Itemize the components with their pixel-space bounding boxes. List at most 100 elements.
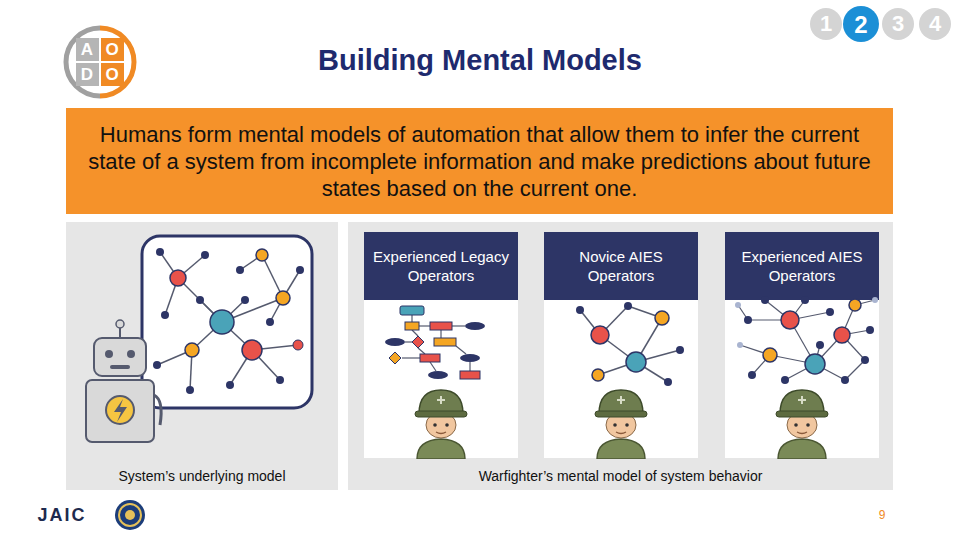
slide-title: Building Mental Models (0, 42, 960, 78)
network-node (841, 376, 849, 384)
robot-arm (154, 395, 161, 425)
logo-letter: A (75, 40, 99, 60)
step-number: 4 (920, 11, 950, 37)
logo-ring (66, 28, 100, 96)
column-heading: Novice AIES Operators (544, 232, 698, 300)
network-link (752, 355, 770, 375)
logo-letter: O (100, 40, 124, 60)
step-circle (919, 8, 951, 40)
network-small-nodes (744, 296, 874, 384)
network-link (815, 345, 820, 364)
logo-square (101, 38, 124, 61)
network-frame (142, 236, 312, 408)
column-heading: Experienced Legacy Operators (364, 232, 518, 300)
step-number: 1 (811, 11, 841, 37)
logo-square (76, 63, 99, 86)
network-node (805, 354, 825, 374)
network-node (242, 340, 262, 360)
network-link (842, 330, 870, 335)
illustration-panel: System’s underlying model (66, 222, 338, 490)
network-node (185, 343, 199, 357)
flow-line (419, 325, 430, 326)
network-node (737, 342, 743, 348)
network-node (196, 296, 204, 304)
flow-line (440, 330, 441, 338)
logo-square (101, 63, 124, 86)
network-link (192, 322, 222, 350)
statement-text: Humans form mental models of automation … (82, 121, 877, 202)
network-links (580, 306, 680, 382)
robot-antenna-tip (116, 320, 124, 328)
network-link (636, 362, 668, 382)
step-number: 3 (883, 11, 913, 37)
flow-box (460, 371, 480, 379)
network-link (190, 350, 192, 390)
network-node (664, 378, 672, 386)
flow-diamond (389, 352, 401, 364)
operator-column: Experienced Legacy Operators (364, 232, 518, 458)
robot-head (94, 338, 146, 376)
flow-terminal (428, 371, 448, 379)
panel-caption: System’s underlying model (66, 467, 338, 485)
network-node (276, 291, 290, 305)
network-link (222, 298, 283, 322)
network-link (740, 345, 770, 355)
network-node (816, 341, 824, 349)
logo-square (76, 38, 99, 61)
network-node (293, 340, 303, 350)
logo-text: JAIC (27, 504, 97, 526)
network-link (738, 305, 748, 320)
step-circle (882, 8, 914, 40)
flow-line (456, 346, 466, 354)
network-node (748, 371, 756, 379)
network-node (156, 248, 164, 256)
network-link (790, 320, 815, 364)
network-node (241, 296, 249, 304)
network-link (842, 305, 855, 335)
network-link (815, 335, 842, 364)
seal-ring (119, 504, 141, 526)
flow-box (434, 338, 456, 346)
network-node (761, 296, 769, 304)
network-link (178, 255, 205, 278)
page-number: 9 (872, 508, 892, 522)
robot-body (86, 380, 154, 442)
network-node (866, 326, 874, 334)
network-link (252, 345, 298, 350)
network-link (580, 310, 600, 335)
robot-mouth (110, 365, 130, 369)
network-node (735, 302, 741, 308)
soldier-icon (595, 390, 647, 459)
network-node (226, 381, 234, 389)
network-node (236, 266, 244, 274)
network-node (276, 376, 284, 384)
network-small-nodes (153, 248, 304, 394)
network-link (790, 300, 805, 320)
flow-line (418, 348, 425, 354)
network-node (861, 356, 869, 364)
flow-box (405, 322, 419, 330)
network-link (252, 350, 280, 380)
seal-center (125, 510, 135, 520)
network-node (591, 326, 609, 344)
network-link (790, 312, 830, 320)
network-link (178, 278, 222, 322)
network-node (201, 251, 209, 259)
seal (115, 500, 145, 530)
operator-column: Novice AIES Operators (544, 232, 698, 458)
illustration-panel: Warfighter’s mental model of system beha… (348, 222, 893, 490)
network-link (160, 252, 178, 278)
network-links (157, 252, 300, 390)
logo-ring (100, 28, 134, 96)
network-link (600, 306, 628, 335)
step-circle (843, 6, 879, 42)
network-link (636, 350, 680, 362)
network-node (576, 306, 584, 314)
logo-letter: O (100, 65, 124, 85)
soldier-icon (776, 390, 828, 459)
network-link (200, 300, 222, 322)
flow-lines (402, 315, 470, 371)
network-link (230, 350, 252, 385)
robot-antenna (119, 326, 121, 338)
network-link (785, 364, 815, 380)
